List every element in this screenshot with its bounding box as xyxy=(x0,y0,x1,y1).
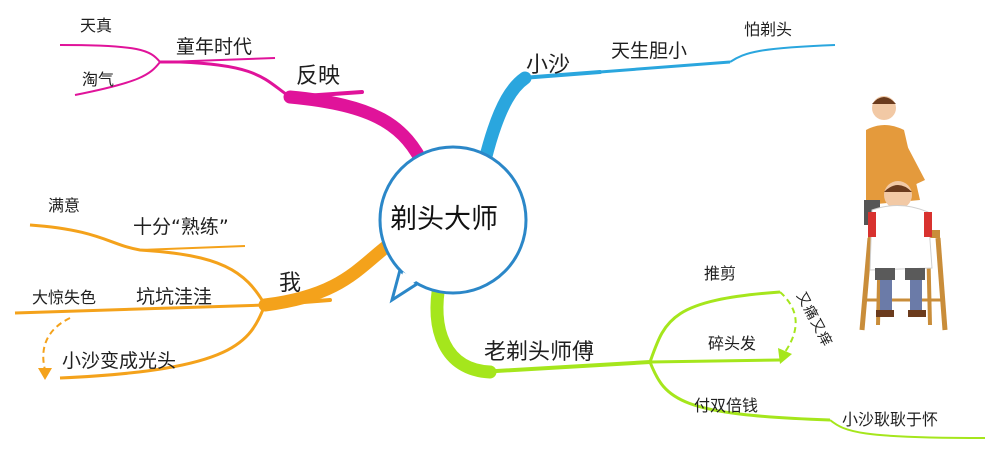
branch-xiaosha-leaf xyxy=(729,44,836,63)
branch-me-label: 我 xyxy=(279,271,302,296)
branch-master-child-2: 碎头发 xyxy=(708,334,757,353)
branch-master-child-1: 推剪 xyxy=(704,264,737,283)
branch-me-mid xyxy=(14,303,266,315)
branch-reflect-child xyxy=(160,60,291,99)
branch-xiaosha-underline xyxy=(520,70,602,80)
branch-me-child-bottom: 小沙变成光头 xyxy=(62,350,177,372)
branch-me-bottom xyxy=(59,304,267,380)
barber-scene-illustration xyxy=(859,96,948,331)
branch-me-top-underline xyxy=(139,245,246,251)
branch-me-arrowhead xyxy=(38,368,52,380)
branch-me-leaf-mid: 大惊失色 xyxy=(32,288,97,307)
branch-me-child-top: 十分“熟练” xyxy=(133,216,229,238)
branch-master-main xyxy=(430,273,497,379)
branch-xiaosha-label: 小沙 xyxy=(526,53,571,78)
branch-master-arrowhead xyxy=(778,348,792,364)
branch-me-dashed-arrow xyxy=(42,317,71,371)
branch-master-leaf-3: 小沙耿耿于怀 xyxy=(842,410,939,429)
branch-master-c1 xyxy=(648,290,781,363)
branch-xiaosha-child: 天生胆小 xyxy=(611,40,688,62)
center-title: 剃头大师 xyxy=(390,204,498,235)
branch-master-c3 xyxy=(648,361,831,422)
branch-master-c2 xyxy=(649,358,781,364)
branch-xiaosha-leaf: 怕剃头 xyxy=(744,20,793,39)
branch-reflect-child: 童年时代 xyxy=(176,36,253,58)
branch-reflect-leaf2 xyxy=(74,61,161,96)
branch-master-label: 老剃头师傅 xyxy=(484,340,595,365)
branch-reflect-child-underline xyxy=(164,57,276,63)
branch-reflect-main xyxy=(283,90,432,175)
branch-master-c3-leaf xyxy=(829,419,986,439)
center-bubble xyxy=(378,145,528,304)
branch-reflect-underline xyxy=(288,90,364,99)
branch-me-child-mid: 坑坑洼洼 xyxy=(136,286,213,308)
branch-reflect-leaf-1: 天真 xyxy=(80,16,113,35)
branch-xiaosha-main xyxy=(478,71,532,167)
branch-me-leaf-top: 满意 xyxy=(48,196,81,215)
branch-master-dashed-arrow xyxy=(779,291,797,353)
branch-xiaosha-child xyxy=(599,60,731,74)
branch-reflect-label: 反映 xyxy=(296,64,341,89)
branch-reflect-leaf-2: 淘气 xyxy=(82,70,115,89)
branch-master-child-3: 付双倍钱 xyxy=(694,396,759,415)
branch-me-underline xyxy=(263,298,332,307)
branch-me-main xyxy=(258,233,402,312)
branch-master-underline xyxy=(478,360,652,374)
branch-reflect-leaf1 xyxy=(59,44,161,63)
